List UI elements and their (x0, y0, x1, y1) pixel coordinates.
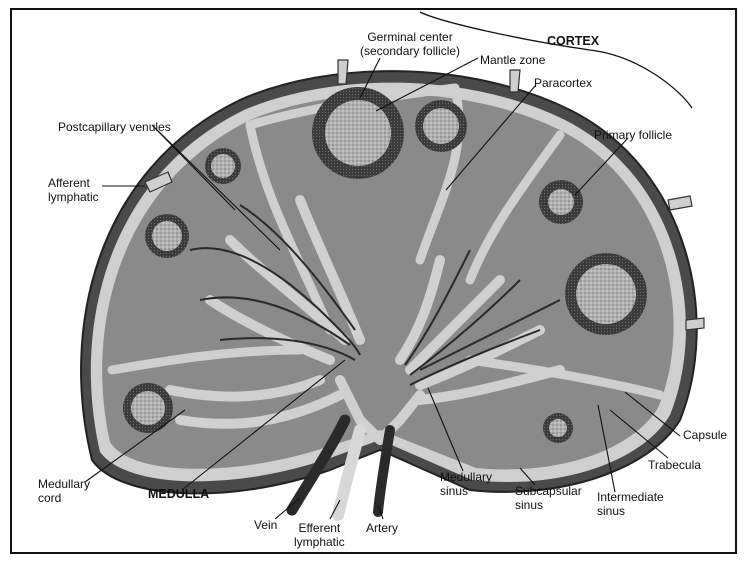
label-vein: Vein (254, 518, 277, 532)
label-germinal-center: Germinal center (secondary follicle) (360, 30, 460, 58)
follicle-left (145, 214, 189, 258)
follicle-right-large (565, 253, 647, 335)
label-paracortex: Paracortex (534, 76, 592, 90)
label-medullary-cord: Medullary cord (38, 477, 90, 505)
follicle-top-right (415, 100, 467, 152)
label-mantle-zone: Mantle zone (480, 53, 545, 67)
follicle-left-upper (205, 148, 241, 184)
label-postcapillary-venules: Postcapillary venules (58, 120, 171, 134)
label-medulla: MEDULLA (148, 487, 209, 501)
label-medullary-sinus: Medullary sinus (440, 470, 492, 498)
label-efferent-lymphatic: Efferent lymphatic (294, 521, 345, 549)
label-intermediate-sinus: Intermediate sinus (597, 490, 664, 518)
label-subcapsular-sinus: Subcapsular sinus (515, 484, 582, 512)
label-capsule: Capsule (683, 428, 727, 442)
label-artery: Artery (366, 521, 398, 535)
primary-follicle (539, 180, 583, 224)
germinal-center-follicle (312, 87, 404, 179)
label-primary-follicle: Primary follicle (594, 128, 672, 142)
label-trabecula: Trabecula (648, 458, 701, 472)
label-cortex: CORTEX (547, 34, 599, 48)
follicle-bottom-right (543, 413, 573, 443)
follicle-bottom-left (123, 383, 173, 433)
label-afferent-lymphatic: Afferent lymphatic (48, 176, 99, 204)
